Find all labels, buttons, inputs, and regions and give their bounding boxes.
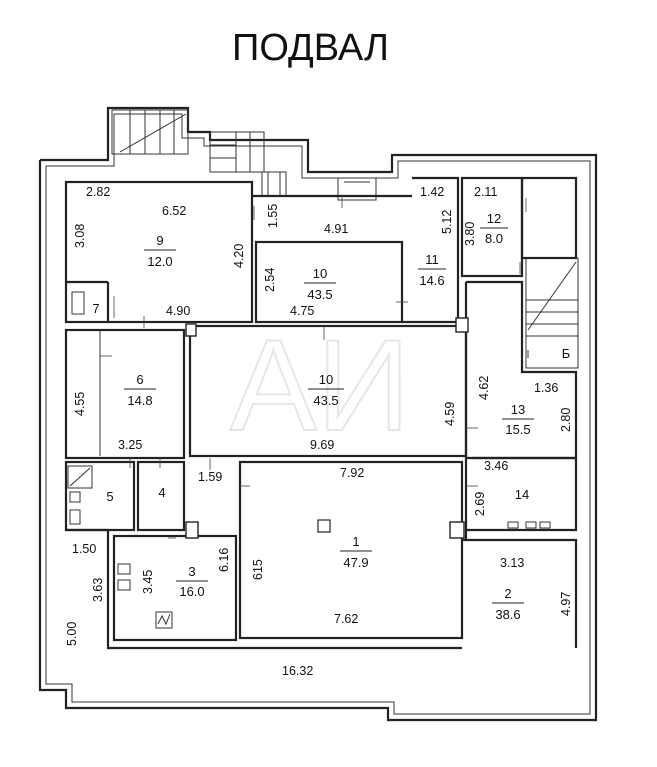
svg-text:16.0: 16.0	[179, 584, 204, 599]
svg-text:14.8: 14.8	[127, 393, 152, 408]
dim-label: 5.12	[440, 210, 454, 234]
watermark: АИ	[230, 312, 410, 458]
svg-text:6: 6	[136, 372, 143, 387]
room-10: 10 43.5	[308, 372, 344, 408]
room-8: 9 12.0	[144, 233, 176, 269]
dim-label: 615	[251, 559, 265, 580]
dim-label: 1.36	[534, 381, 558, 395]
interior-walls	[64, 176, 578, 650]
svg-text:43.5: 43.5	[313, 393, 338, 408]
dim-label: 6.52	[162, 204, 186, 218]
room-11: 11 14.6	[418, 252, 446, 288]
dim-label: 4.97	[559, 592, 573, 616]
dim-label: 5.00	[65, 622, 79, 646]
dim-label: 1.59	[198, 470, 222, 484]
dim-label: 4.75	[290, 304, 314, 318]
dim-label: 9.69	[310, 438, 334, 452]
dim-label: 2.69	[473, 492, 487, 516]
svg-text:7: 7	[92, 301, 99, 316]
svg-text:12.0: 12.0	[147, 254, 172, 269]
dim-label: 4.59	[443, 402, 457, 426]
room-4: 4	[158, 485, 165, 500]
svg-text:3: 3	[188, 564, 195, 579]
svg-text:9: 9	[156, 233, 163, 248]
room-1: 1 47.9	[340, 534, 372, 570]
staircase-right	[525, 257, 579, 369]
svg-text:13: 13	[511, 402, 525, 417]
dim-label: 1.50	[72, 542, 96, 556]
dimension-labels: 2.82 6.52 3.08 1.55 4.20 4.91 1.42 5.12 …	[65, 185, 573, 678]
svg-text:11: 11	[425, 252, 439, 267]
room-12: 12 8.0	[480, 211, 508, 246]
dim-label: 2.54	[263, 268, 277, 292]
dim-label: 3.45	[141, 570, 155, 594]
svg-text:4: 4	[158, 485, 165, 500]
dim-label: 2.80	[559, 408, 573, 432]
room-labels: 9 12.0 10 43.5 11 14.6 12 8.0 7 6 14.8	[92, 211, 570, 622]
dim-label: 7.92	[340, 466, 364, 480]
svg-text:10: 10	[319, 372, 333, 387]
dim-label: 3.25	[118, 438, 142, 452]
dim-label: 3.46	[484, 459, 508, 473]
dim-label: 3.13	[500, 556, 524, 570]
svg-text:12: 12	[487, 211, 501, 226]
dim-label: 3.63	[91, 578, 105, 602]
dim-label: 6.16	[217, 548, 231, 572]
svg-text:47.9: 47.9	[343, 555, 368, 570]
svg-text:15.5: 15.5	[505, 422, 530, 437]
room-14: 14	[515, 487, 529, 502]
svg-text:10: 10	[313, 266, 327, 281]
dim-label: 2.11	[474, 185, 497, 199]
dim-label: 4.90	[166, 304, 190, 318]
svg-text:14.6: 14.6	[419, 273, 444, 288]
room-2: 2 38.6	[492, 586, 524, 622]
svg-text:5: 5	[106, 489, 113, 504]
svg-text:Б: Б	[562, 346, 571, 361]
room-5: 5	[106, 489, 113, 504]
room-9: 10 43.5	[304, 266, 336, 302]
dim-label: 2.82	[86, 185, 110, 199]
dim-label: 4.20	[232, 244, 246, 268]
svg-text:2: 2	[504, 586, 511, 601]
dim-label: 3.80	[463, 222, 477, 246]
staircase-top	[111, 109, 377, 201]
outer-walls	[38, 106, 598, 722]
svg-text:8.0: 8.0	[485, 231, 503, 246]
room-b: Б	[562, 346, 571, 361]
dim-label: 4.62	[477, 376, 491, 400]
dim-label: 1.42	[420, 185, 444, 199]
dim-label: 7.62	[334, 612, 358, 626]
room-6: 6 14.8	[124, 372, 156, 408]
svg-text:1: 1	[352, 534, 359, 549]
svg-text:38.6: 38.6	[495, 607, 520, 622]
svg-text:14: 14	[515, 487, 529, 502]
dim-label: 16.32	[282, 664, 313, 678]
plan-title: ПОДВАЛ	[232, 27, 389, 69]
dim-label: 3.08	[73, 224, 87, 248]
room-7: 7	[92, 301, 99, 316]
room-13: 13 15.5	[502, 402, 534, 437]
dim-label: 4.91	[324, 222, 348, 236]
dim-label: 1.55	[266, 204, 280, 228]
dim-label: 4.55	[73, 392, 87, 416]
room-3: 3 16.0	[176, 564, 208, 599]
svg-text:43.5: 43.5	[307, 287, 332, 302]
